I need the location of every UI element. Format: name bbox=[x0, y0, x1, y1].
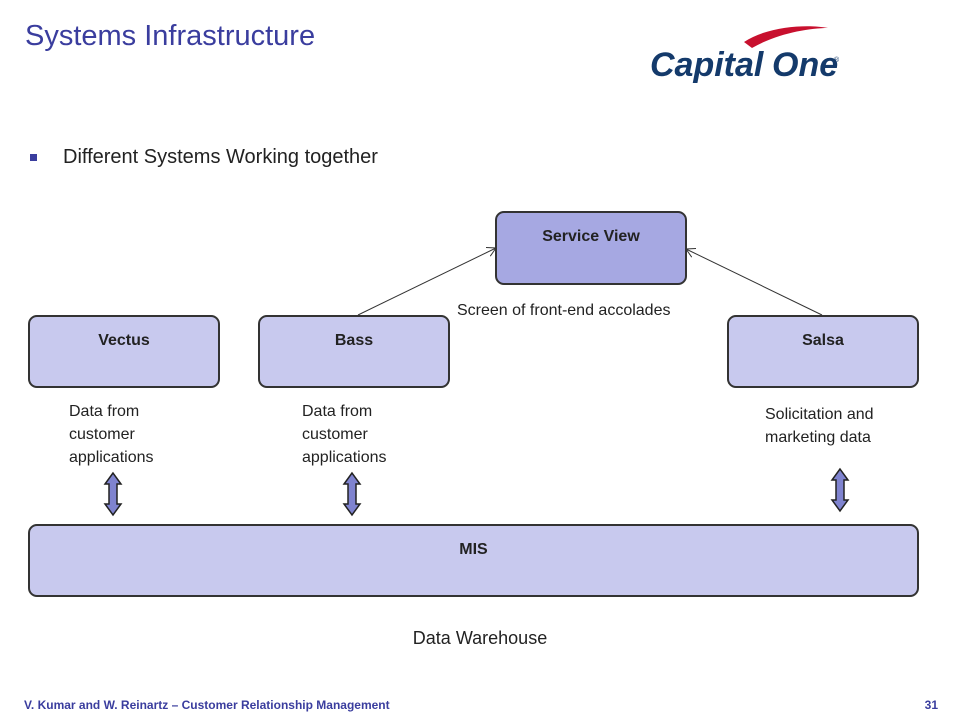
vectus-data-label: Data from customer applications bbox=[69, 400, 154, 469]
footer-credit: V. Kumar and W. Reinartz – Customer Rela… bbox=[24, 698, 390, 712]
svg-text:®: ® bbox=[834, 56, 840, 64]
data-warehouse-label: Data Warehouse bbox=[412, 628, 548, 648]
svg-text:One: One bbox=[772, 46, 838, 84]
vectus-data-line: Data from bbox=[69, 403, 140, 420]
bass-data-line: Data from bbox=[302, 403, 373, 420]
bullet-square-icon bbox=[30, 154, 37, 161]
vectus-node: Vectus bbox=[28, 315, 220, 388]
salsa-mis-double-arrow bbox=[830, 467, 850, 513]
page-number: 31 bbox=[924, 698, 938, 712]
svg-text:Capital: Capital bbox=[650, 46, 765, 84]
bass-to-service-arrow bbox=[357, 248, 496, 316]
bullet-item: Different Systems Working together bbox=[30, 146, 378, 169]
salsa-data-line: marketing data bbox=[765, 429, 871, 446]
mis-node: MIS bbox=[28, 524, 919, 597]
vectus-data-line: customer bbox=[69, 426, 135, 443]
slide-title: Systems Infrastructure bbox=[25, 20, 316, 52]
bass-data-label: Data from customer applications bbox=[302, 400, 387, 469]
vectus-mis-double-arrow bbox=[103, 471, 123, 517]
salsa-node: Salsa bbox=[727, 315, 919, 388]
capital-one-logo: Capital One ® bbox=[650, 26, 840, 84]
salsa-data-line: Solicitation and bbox=[765, 406, 874, 423]
service-view-node: Service View bbox=[495, 211, 687, 285]
bass-data-line: applications bbox=[302, 449, 387, 466]
salsa-data-label: Solicitation and marketing data bbox=[765, 403, 874, 449]
bass-mis-double-arrow bbox=[342, 471, 362, 517]
bass-data-line: customer bbox=[302, 426, 368, 443]
bullet-text: Different Systems Working together bbox=[63, 146, 378, 168]
salsa-to-service-arrow bbox=[686, 249, 823, 316]
vectus-data-line: applications bbox=[69, 449, 154, 466]
front-end-label: Screen of front-end accolades bbox=[457, 302, 671, 319]
bass-node: Bass bbox=[258, 315, 450, 388]
